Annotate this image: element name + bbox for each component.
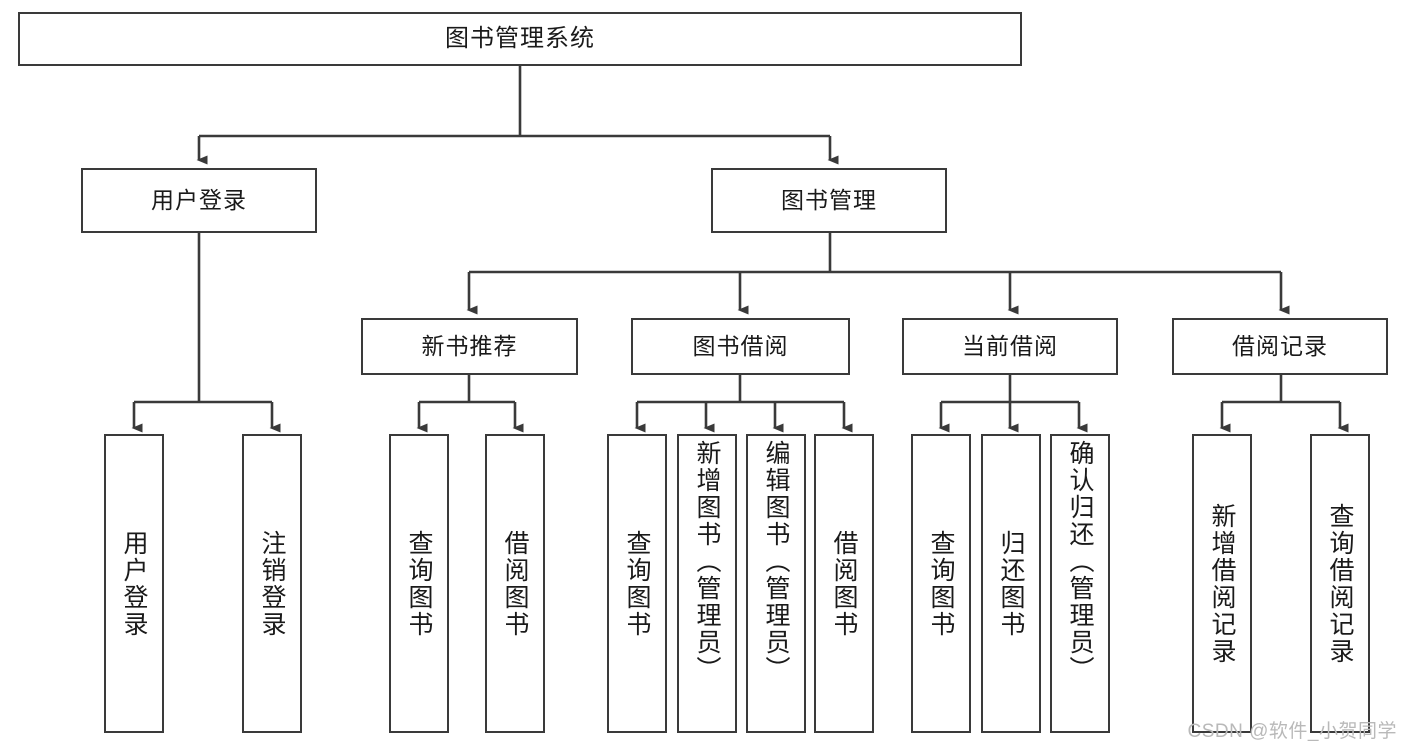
node-label: 图书借阅 [692,332,789,359]
leaf-add-book-admin[interactable]: 新增图书（管理员） [677,434,737,733]
node-book-management[interactable]: 图书管理 [711,168,947,233]
node-label: 查询借阅记录 [1326,502,1354,665]
leaf-query-borrow-record[interactable]: 查询借阅记录 [1310,434,1370,733]
node-label: 编辑图书（管理员） [762,440,790,683]
node-book-borrow[interactable]: 图书借阅 [631,318,850,375]
node-label: 用户登录 [120,529,148,638]
node-label: 用户登录 [151,186,247,213]
leaf-query-book-recommend[interactable]: 查询图书 [389,434,449,733]
node-book-management-system[interactable]: 图书管理系统 [18,12,1022,66]
node-label: 借阅图书 [830,529,858,638]
node-label: 借阅图书 [501,529,529,638]
node-label: 查询图书 [405,529,433,638]
leaf-edit-book-admin[interactable]: 编辑图书（管理员） [746,434,806,733]
node-label: 查询图书 [927,529,955,638]
leaf-borrow-book[interactable]: 借阅图书 [814,434,874,733]
node-label: 图书管理系统 [445,24,595,52]
watermark: CSDN @软件_小贺同学 [1187,721,1397,742]
node-label: 图书管理 [781,186,877,213]
leaf-user-login[interactable]: 用户登录 [104,434,164,733]
node-label: 新书推荐 [421,332,518,359]
leaf-confirm-return-admin[interactable]: 确认归还（管理员） [1050,434,1110,733]
node-label: 注销登录 [258,529,286,638]
node-label: 归还图书 [997,529,1025,638]
leaf-logout-login[interactable]: 注销登录 [242,434,302,733]
leaf-borrow-book-recommend[interactable]: 借阅图书 [485,434,545,733]
leaf-query-book-current[interactable]: 查询图书 [911,434,971,733]
node-label: 新增图书（管理员） [693,440,721,683]
node-label: 查询图书 [623,529,651,638]
node-borrow-record[interactable]: 借阅记录 [1172,318,1388,375]
leaf-add-borrow-record[interactable]: 新增借阅记录 [1192,434,1252,733]
leaf-query-book-borrow[interactable]: 查询图书 [607,434,667,733]
node-label: 确认归还（管理员） [1066,440,1094,683]
node-label: 新增借阅记录 [1208,502,1236,665]
node-user-login[interactable]: 用户登录 [81,168,317,233]
node-label: 当前借阅 [962,332,1058,359]
node-new-book-recommend[interactable]: 新书推荐 [361,318,578,375]
node-current-borrow[interactable]: 当前借阅 [902,318,1118,375]
node-label: 借阅记录 [1232,332,1328,359]
leaf-return-book[interactable]: 归还图书 [981,434,1041,733]
